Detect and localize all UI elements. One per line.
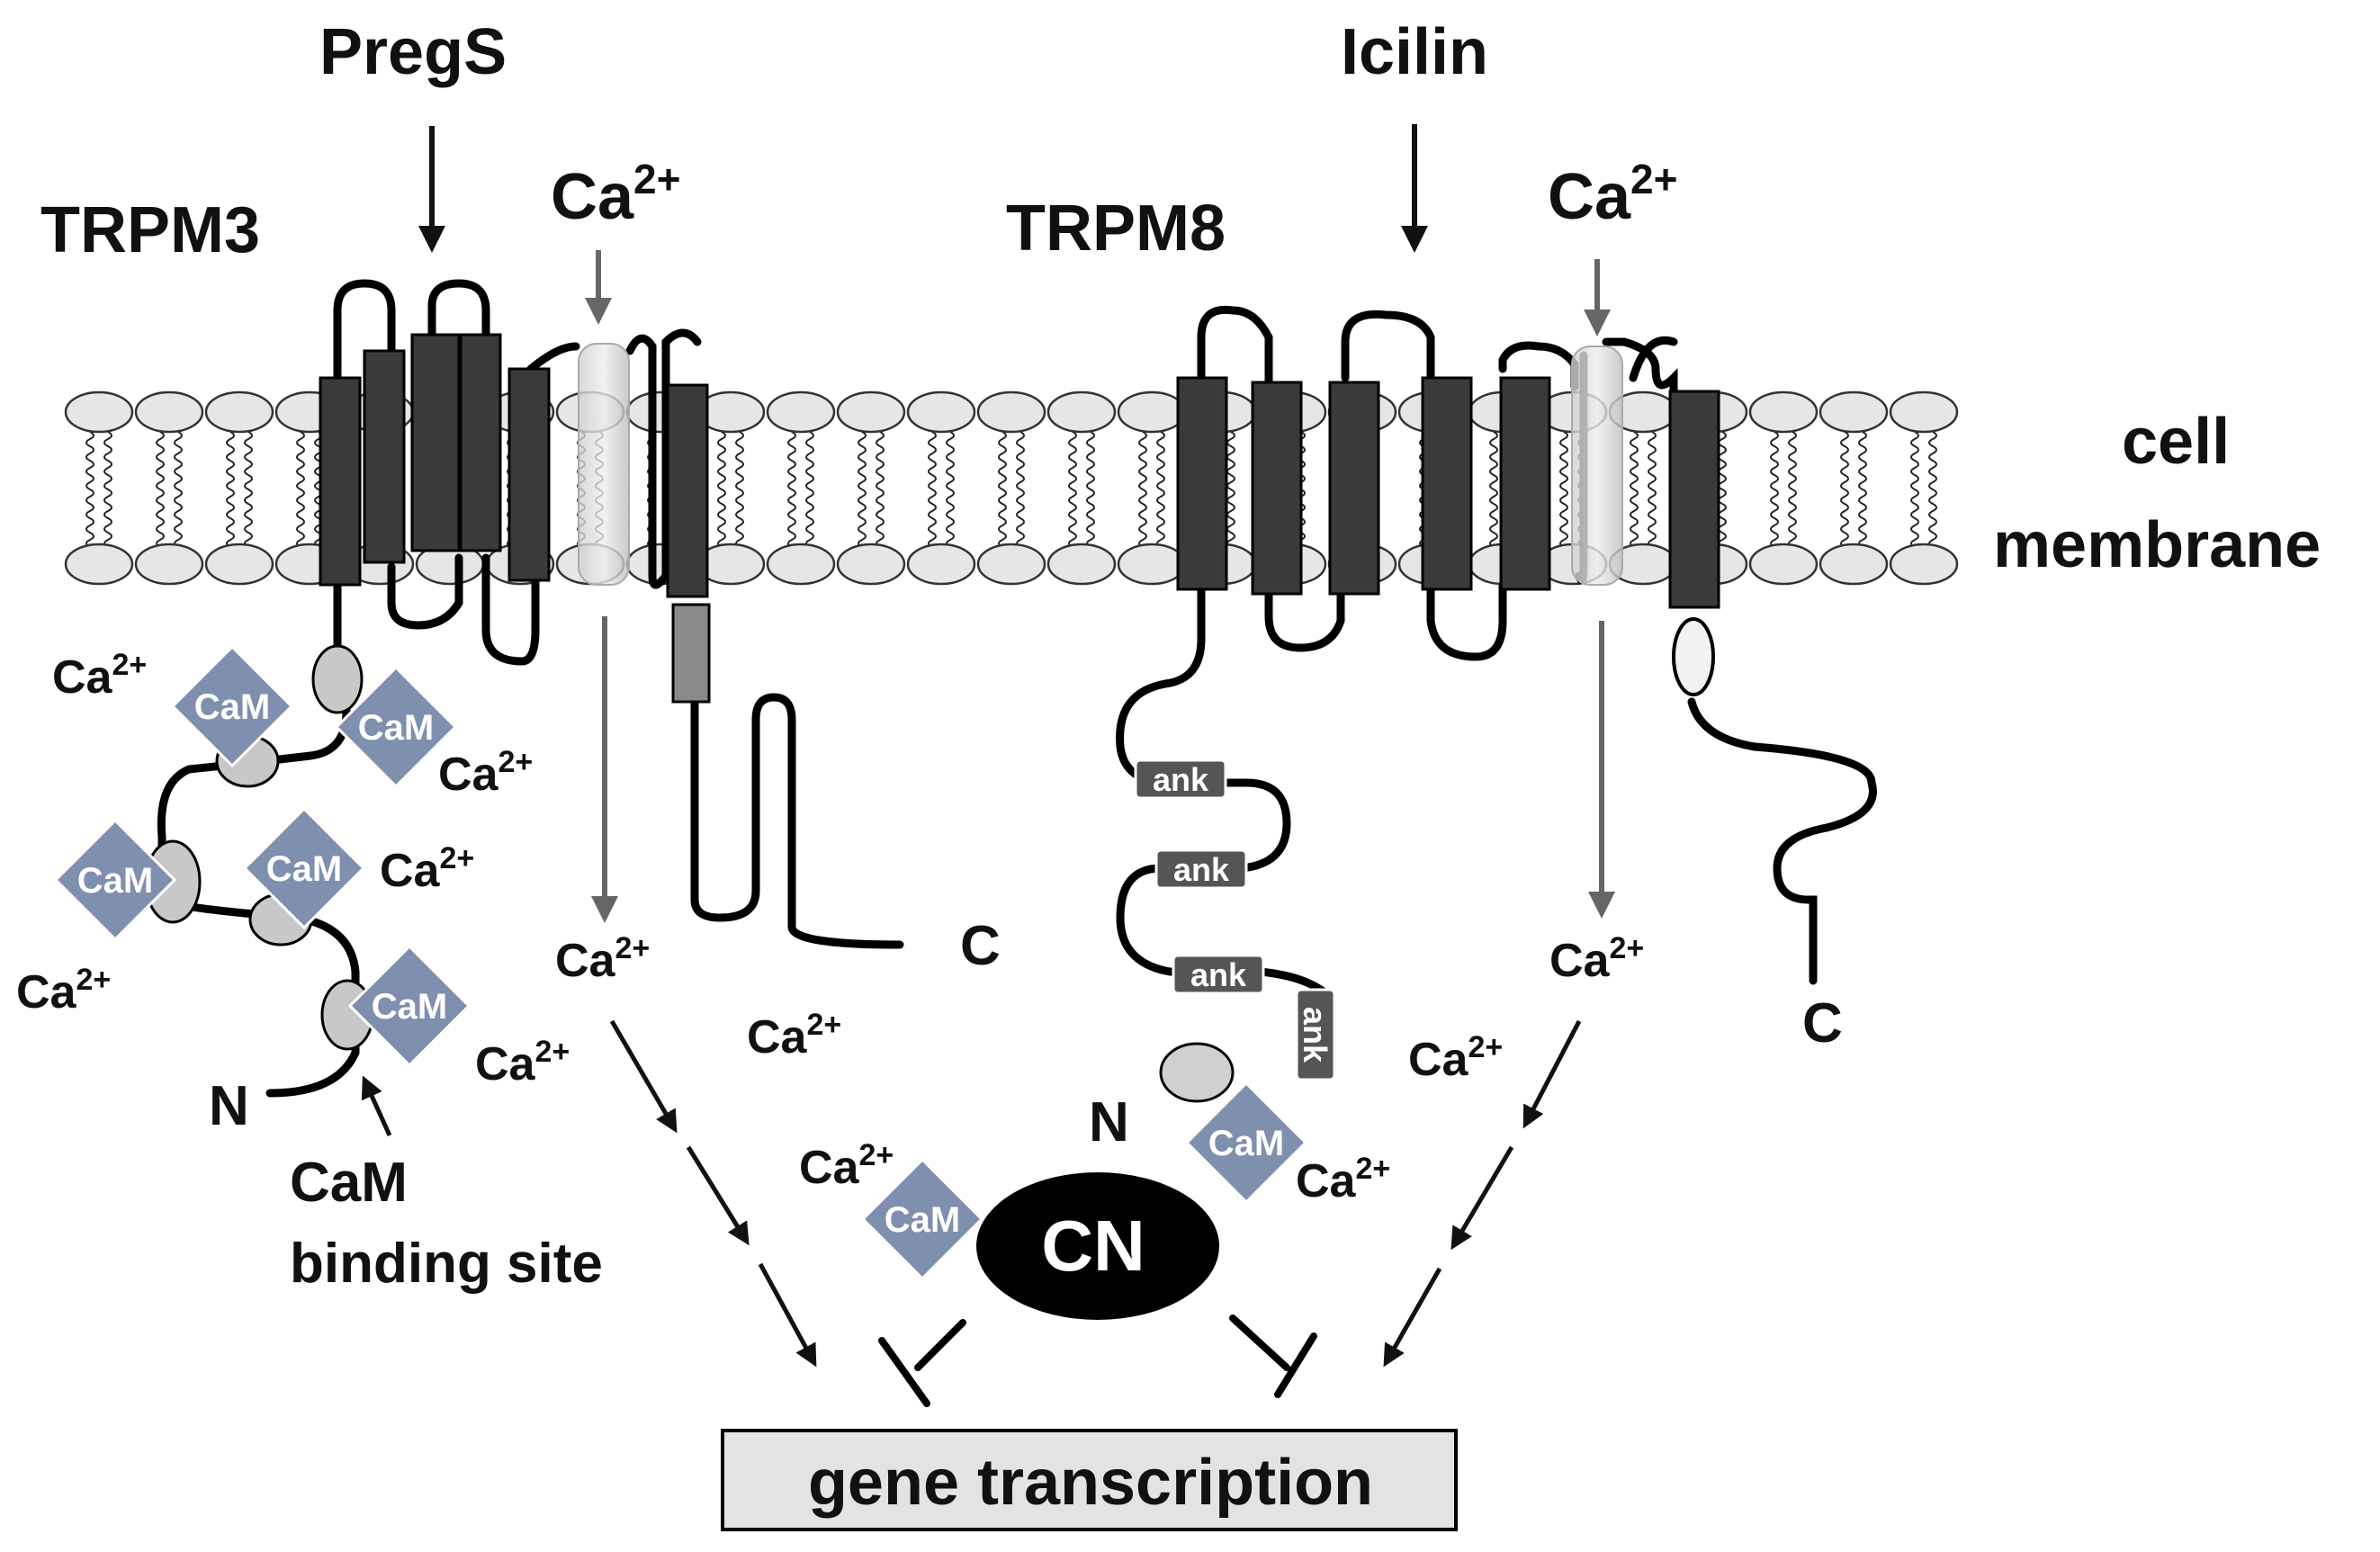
calcium-ion-label: Ca2+ bbox=[1549, 931, 1644, 987]
ank-repeat: ank bbox=[1295, 988, 1336, 1081]
calcium-ion-label: Ca2+ bbox=[380, 841, 474, 897]
cam-protein: CaM bbox=[242, 806, 366, 930]
svg-text:ank: ank bbox=[1297, 1007, 1334, 1063]
cell-label: cell bbox=[2122, 406, 2230, 478]
calcium-ion-label: Ca2+ bbox=[52, 648, 147, 704]
svg-text:CaM: CaM bbox=[358, 708, 434, 748]
calcium-influx-arrows bbox=[585, 250, 1615, 923]
calcium-ion-label: Ca2+ bbox=[1408, 1030, 1503, 1086]
svg-text:ank: ank bbox=[1173, 851, 1230, 888]
svg-text:ank: ank bbox=[1190, 956, 1247, 993]
svg-text:gene transcription: gene transcription bbox=[808, 1447, 1373, 1519]
cam-protein: CaM bbox=[170, 644, 294, 768]
cam-binding-site-label: CaM bbox=[290, 1152, 408, 1214]
svg-text:CaM: CaM bbox=[1208, 1124, 1284, 1163]
trpm8-c-domain bbox=[1672, 617, 1715, 696]
trpm3-n-terminus: N bbox=[209, 1075, 249, 1137]
pathway-arrows bbox=[361, 1019, 1582, 1368]
cam-binding-site-label: binding site bbox=[290, 1233, 603, 1295]
svg-text:CaM: CaM bbox=[372, 987, 447, 1027]
trpm3-c-domain bbox=[671, 603, 711, 704]
cam-group: CaM CaM CaM CaM CaM CaM CaM bbox=[53, 644, 1308, 1281]
svg-text:CaM: CaM bbox=[885, 1200, 960, 1240]
trpm8-n-terminus: N bbox=[1089, 1091, 1129, 1153]
ank-repeats: ank ank ank ank bbox=[1134, 758, 1336, 1081]
trpm3-c-terminus: C bbox=[960, 915, 1001, 977]
trpm8-helices bbox=[1176, 376, 1720, 609]
calcium-ion-label: Ca2+ bbox=[438, 745, 533, 801]
calcium-ion-label: Ca2+ bbox=[555, 931, 650, 987]
trpm3-label: TRPM3 bbox=[40, 194, 260, 266]
calcium-ion-label: Ca2+ bbox=[475, 1035, 570, 1090]
calcineurin: CN bbox=[976, 1172, 1219, 1320]
trpm8-c-terminus: C bbox=[1802, 992, 1843, 1054]
svg-text:CaM: CaM bbox=[266, 849, 342, 889]
calcium-ion-label: Ca2+ bbox=[747, 1008, 841, 1063]
stimulus-arrows bbox=[418, 124, 1428, 253]
calcium-ion-label: Ca2+ bbox=[551, 156, 681, 233]
trpm3-helices bbox=[319, 333, 709, 598]
svg-text:CaM: CaM bbox=[194, 687, 270, 727]
membrane-label: membrane bbox=[1993, 509, 2321, 581]
cam-protein: CaM bbox=[1184, 1081, 1308, 1205]
svg-text:CaM: CaM bbox=[77, 861, 153, 901]
cam-protein: CaM bbox=[860, 1157, 984, 1281]
svg-text:CN: CN bbox=[1041, 1206, 1145, 1286]
trpm8-pore bbox=[1571, 345, 1623, 586]
trpm8-cam-binding-site bbox=[1159, 1042, 1235, 1103]
calcium-ion-label: Ca2+ bbox=[16, 963, 111, 1018]
icilin-label: Icilin bbox=[1341, 16, 1488, 88]
calcium-ion-label: Ca2+ bbox=[1548, 156, 1678, 233]
trpm3-pore bbox=[578, 343, 630, 586]
calcium-ion-label: Ca2+ bbox=[799, 1138, 894, 1194]
trpm3-channel bbox=[157, 279, 904, 1098]
cam-protein: CaM bbox=[334, 665, 458, 789]
ank-repeat: ank bbox=[1134, 758, 1227, 800]
cam-protein: CaM bbox=[347, 944, 472, 1068]
trpm8-label: TRPM8 bbox=[1006, 193, 1226, 265]
inhibition-markers bbox=[878, 1314, 1317, 1407]
svg-text:ank: ank bbox=[1153, 761, 1209, 798]
ank-repeat: ank bbox=[1154, 848, 1248, 890]
calcium-ion-label: Ca2+ bbox=[1296, 1152, 1390, 1207]
cam-protein: CaM bbox=[53, 818, 177, 942]
ank-repeat: ank bbox=[1172, 954, 1265, 995]
pregs-label: PregS bbox=[319, 16, 507, 88]
gene-transcription-box: gene transcription bbox=[721, 1429, 1458, 1531]
